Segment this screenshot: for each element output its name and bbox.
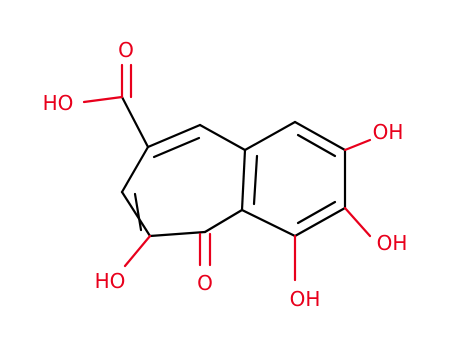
bond-ring6-b4-b5-inner bbox=[296, 200, 337, 225]
bond-ring7-c3-c4 bbox=[240, 148, 247, 212]
bond-ring6-b2-b3-inner bbox=[296, 133, 337, 158]
ketone-oxygen-label: O bbox=[197, 271, 213, 295]
bond-hydroxyl-top bbox=[343, 138, 372, 152]
carboxyl-hydroxyl-label: HO bbox=[43, 91, 74, 115]
hydroxyl-label-left: HO bbox=[95, 269, 126, 293]
hydroxyl-label-bottom: OH bbox=[290, 287, 321, 311]
hydroxyl-label-mid: OH bbox=[377, 231, 408, 255]
bond-ring7-c6-c7 bbox=[120, 190, 152, 238]
bond-ring7-c1-c2-inner bbox=[152, 136, 201, 159]
bond-ring6-b6-b1-inner bbox=[252, 154, 259, 206]
bond-ring7-c7-c1 bbox=[120, 145, 150, 194]
bond-ring7-c6-c7-inner bbox=[133, 192, 143, 232]
bond-hydroxyl-mid bbox=[343, 206, 372, 238]
bond-ring7-c5-c6 bbox=[148, 230, 207, 238]
bond-carboxyl-hydroxyl bbox=[82, 95, 124, 104]
bond-ring7-c1-c2 bbox=[146, 123, 202, 149]
bond-ring7-c2-c3 bbox=[198, 123, 247, 152]
bond-ring6-b2-b3 bbox=[293, 120, 347, 152]
carboxyl-oxo-label: O bbox=[118, 38, 134, 62]
bond-ring6-b4-b5 bbox=[293, 206, 347, 238]
bond-hydroxyl-left bbox=[123, 234, 152, 268]
bond-ring6-b5-b6 bbox=[240, 208, 297, 238]
bond-ring7-c4-c5 bbox=[203, 208, 244, 234]
hydroxyl-label-top: OH bbox=[373, 120, 404, 144]
bond-ring6-b1-b2 bbox=[243, 120, 297, 152]
bond-c-carboxyl bbox=[120, 95, 150, 149]
